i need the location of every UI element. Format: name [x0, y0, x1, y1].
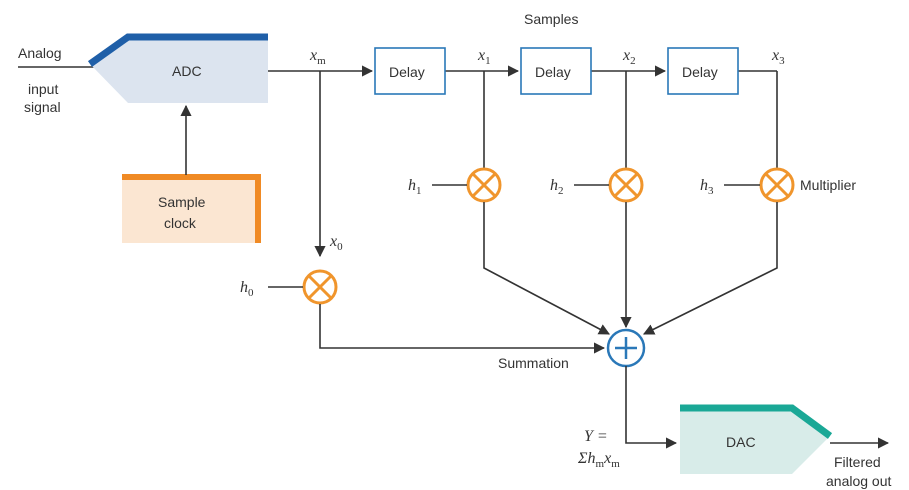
svg-text:Y =: Y = — [584, 428, 608, 445]
svg-text:Sample: Sample — [158, 194, 206, 210]
svg-text:Delay: Delay — [535, 64, 571, 80]
xm-label: xm — [309, 47, 326, 67]
h2-label: h2 — [550, 177, 564, 197]
h1-label: h1 — [408, 177, 422, 197]
h3-label: h3 — [700, 177, 714, 197]
x2-label: x2 — [622, 47, 636, 67]
sample-clock-block: Sample clock — [122, 174, 261, 243]
svg-text:input: input — [28, 81, 58, 97]
m1-to-sum-wire — [483, 202, 610, 335]
x0-label: x0 — [329, 233, 343, 253]
dac-label: DAC — [726, 434, 756, 450]
summation-label: Summation — [498, 355, 569, 371]
svg-text:Analog: Analog — [18, 45, 62, 61]
svg-text:signal: signal — [24, 99, 61, 115]
samples-label: Samples — [524, 11, 578, 27]
summation-icon — [606, 328, 646, 368]
sum-to-dac-wire — [625, 366, 678, 449]
delay-block-1: Delay — [374, 47, 446, 95]
multiplier-2-icon — [608, 167, 644, 203]
adc-block: ADC — [87, 33, 268, 103]
h0-label: h0 — [240, 279, 254, 299]
filtered-output-label: Filtered analog out — [826, 454, 892, 489]
svg-text:Delay: Delay — [682, 64, 718, 80]
svg-text:Delay: Delay — [389, 64, 425, 80]
svg-text:clock: clock — [164, 215, 197, 231]
output-equation: Y = Σhmxm — [577, 428, 620, 470]
svg-text:Σhmxm: Σhmxm — [577, 450, 620, 470]
m0-to-sum-wire — [319, 304, 606, 354]
svg-text:Filtered: Filtered — [834, 454, 881, 470]
multiplier-label: Multiplier — [800, 177, 856, 193]
svg-text:analog out: analog out — [826, 473, 892, 489]
adc-label: ADC — [172, 63, 202, 79]
multiplier-0-icon — [302, 269, 338, 305]
m3-to-sum-wire — [642, 202, 778, 335]
analog-input-label: Analog input signal — [18, 45, 62, 115]
multiplier-3-icon — [759, 167, 795, 203]
x1-label: x1 — [477, 47, 491, 67]
x3-label: x3 — [771, 47, 785, 67]
delay-block-2: Delay — [520, 47, 592, 95]
dac-block: DAC — [680, 404, 833, 474]
delay-block-3: Delay — [667, 47, 739, 95]
multiplier-1-icon — [466, 167, 502, 203]
